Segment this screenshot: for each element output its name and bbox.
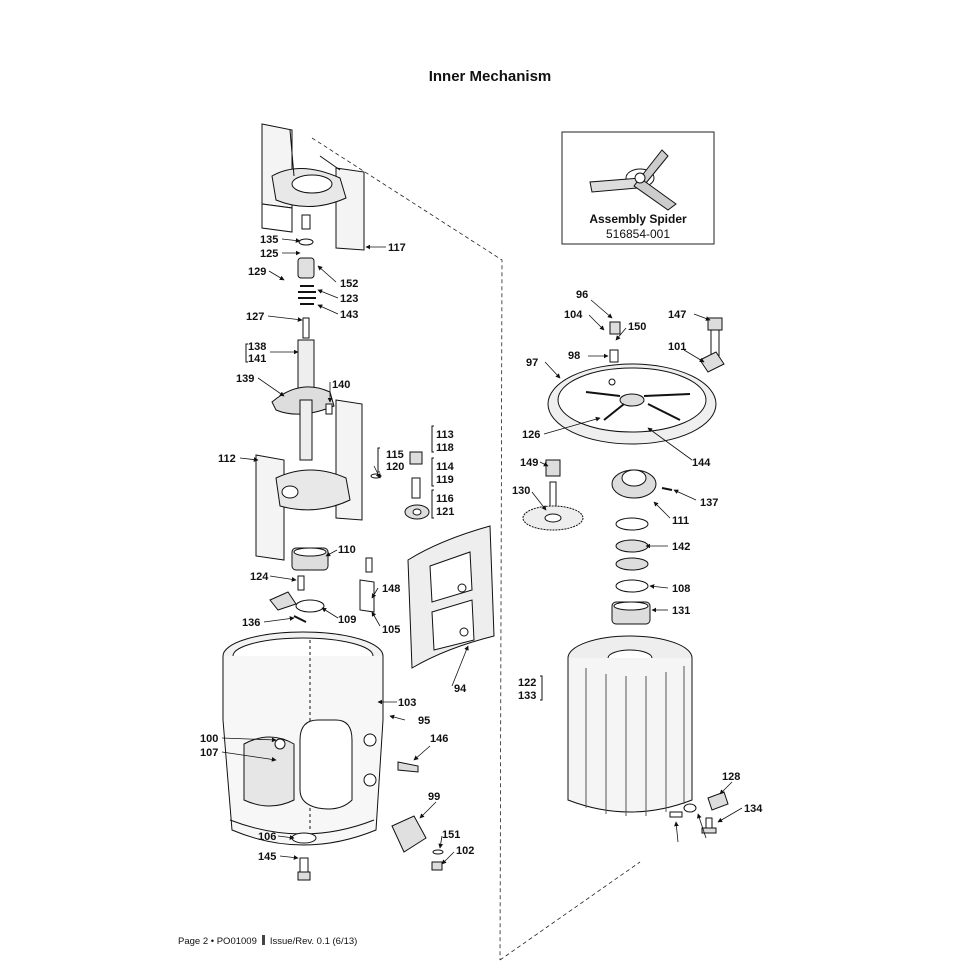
callout-label: 105 <box>382 624 400 636</box>
callout-label: 134 <box>744 803 763 815</box>
callout-label: 138 <box>248 341 266 353</box>
callout-label: 152 <box>340 278 358 290</box>
upper-bracket-117 <box>261 123 365 251</box>
callout-label: 100 <box>200 733 218 745</box>
callout-labels: 117 135 125 129 152 123 143 127 138 141 … <box>200 234 763 863</box>
clip-148-and-shroud-94 <box>359 525 495 669</box>
callout-label: 120 <box>386 461 404 473</box>
assembly-spider-part <box>589 149 677 211</box>
callout-label: 125 <box>260 248 278 260</box>
callout-label: 140 <box>332 379 350 391</box>
callout-label: 107 <box>200 747 218 759</box>
callout-label: 146 <box>430 733 448 745</box>
callout-label: 102 <box>456 845 474 857</box>
callout-label: 149 <box>520 457 538 469</box>
callout-label: 148 <box>382 583 400 595</box>
callout-label: 123 <box>340 293 358 305</box>
callout-label: 151 <box>442 829 460 841</box>
callout-brackets <box>245 343 543 701</box>
callout-label: 94 <box>454 683 467 695</box>
page-title: Inner Mechanism <box>428 68 552 85</box>
callout-label: 111 <box>672 515 689 527</box>
lower-bracket-112 <box>255 399 363 561</box>
callout-label: 104 <box>564 309 583 321</box>
footer-separator <box>261 935 265 945</box>
callout-label: 95 <box>418 715 430 727</box>
leader-lines <box>221 238 743 865</box>
callout-label: 109 <box>338 614 356 626</box>
gear-hub-assembly <box>522 459 673 531</box>
callout-label: 108 <box>672 583 690 595</box>
callout-label: 128 <box>722 771 740 783</box>
callout-label: 112 <box>218 453 236 465</box>
bottom-right-parts <box>669 791 729 834</box>
assembly-dashed-line <box>311 137 641 961</box>
inset-frame <box>561 131 715 245</box>
callout-label: 117 <box>388 242 406 254</box>
callout-label: 142 <box>672 541 690 553</box>
callout-label: 99 <box>428 791 440 803</box>
callout-label: 114 <box>436 461 455 473</box>
callout-label: 137 <box>700 497 718 509</box>
callout-label: 116 <box>436 493 454 505</box>
callout-label: 103 <box>398 697 416 709</box>
footer-page: Page 2 • PO01009 <box>178 936 257 947</box>
callout-label: 139 <box>236 373 254 385</box>
bottom-parts <box>291 815 444 881</box>
callout-label: 131 <box>672 605 690 617</box>
callout-label: 126 <box>522 429 540 441</box>
rotor-108 <box>567 635 693 816</box>
callout-label: 135 <box>260 234 278 246</box>
callout-label: 101 <box>668 341 686 353</box>
page-footer: Page 2 • PO01009 Issue/Rev. 0.1 (6/13) <box>178 935 357 947</box>
callout-label: 143 <box>340 309 358 321</box>
callout-label: 97 <box>526 357 538 369</box>
callout-label: 113 <box>436 429 454 441</box>
callout-label: 118 <box>436 442 454 454</box>
callout-label: 98 <box>568 350 580 362</box>
callout-label: 136 <box>242 617 260 629</box>
callout-label: 147 <box>668 309 686 321</box>
callout-label: 127 <box>246 311 264 323</box>
callout-label: 96 <box>576 289 588 301</box>
callout-label: 130 <box>512 485 530 497</box>
callout-label: 144 <box>692 457 711 469</box>
shaft-assembly <box>271 214 335 461</box>
footer-issue: Issue/Rev. 0.1 (6/13) <box>269 936 358 947</box>
callout-label: 129 <box>248 266 266 278</box>
callout-label: 119 <box>436 474 454 486</box>
bearing-stack-right <box>611 517 651 625</box>
callout-label: 124 <box>250 571 269 583</box>
callout-label: 115 <box>386 449 404 461</box>
callout-label: 145 <box>258 851 276 863</box>
callout-label: 141 <box>248 353 266 365</box>
callout-label: 133 <box>518 690 536 702</box>
callout-label: 121 <box>436 506 454 518</box>
callout-label: 110 <box>338 544 356 556</box>
inset-title: Assembly Spider <box>589 212 687 226</box>
callout-label: 122 <box>518 677 536 689</box>
callout-label: 106 <box>258 831 276 843</box>
callout-label: 150 <box>628 321 646 333</box>
top-plate-97 <box>547 317 725 445</box>
bearing-left-110 <box>269 547 329 623</box>
housing-95 <box>222 631 419 846</box>
inset-part-number: 516854-001 <box>605 227 671 241</box>
